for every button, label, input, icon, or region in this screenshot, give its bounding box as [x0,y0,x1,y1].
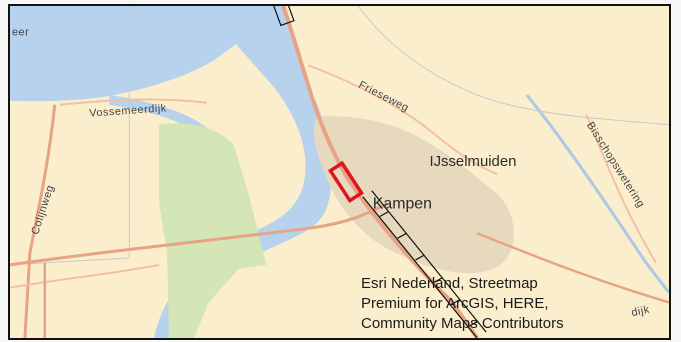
road-lower-left [10,263,160,289]
attribution-line-2: Premium for ArcGIS, HERE, [361,295,549,312]
green-area [159,123,267,338]
label-water-fragment: eer [12,27,29,39]
urban-area [314,116,514,274]
road-frieseweg [307,64,498,175]
lake-water [10,6,279,102]
main-highway [281,6,479,338]
canal-top [357,6,669,126]
map-attribution: Esri Nederland, Streetmap Premium for Ar… [361,274,661,334]
road-east-bottom [476,232,669,304]
map-canvas[interactable]: eer Vossemeerdijk Colijnweg Frieseweg IJ… [10,6,669,338]
river-ijssel [154,6,332,338]
label-kampen: Kampen [373,196,432,213]
map-view[interactable]: eer Vossemeerdijk Colijnweg Frieseweg IJ… [8,4,671,340]
selected-segment-highlight[interactable] [327,160,364,203]
boundary-line [10,6,130,266]
label-ijsselmuiden: IJsselmuiden [429,154,516,170]
road-vossemeerdijk [59,98,207,106]
road-colijnweg [23,104,57,338]
canal-right [525,94,669,294]
attribution-line-3: Community Maps Contributors [361,315,564,332]
label-vossemeerdijk: Vossemeerdijk [89,102,167,119]
label-dijk-fragment: dijk [630,304,651,320]
road-bisschopswetering [585,114,657,264]
road-west [10,202,389,267]
track-segments [271,6,487,338]
attribution-line-1: Esri Nederland, Streetmap [361,275,538,292]
